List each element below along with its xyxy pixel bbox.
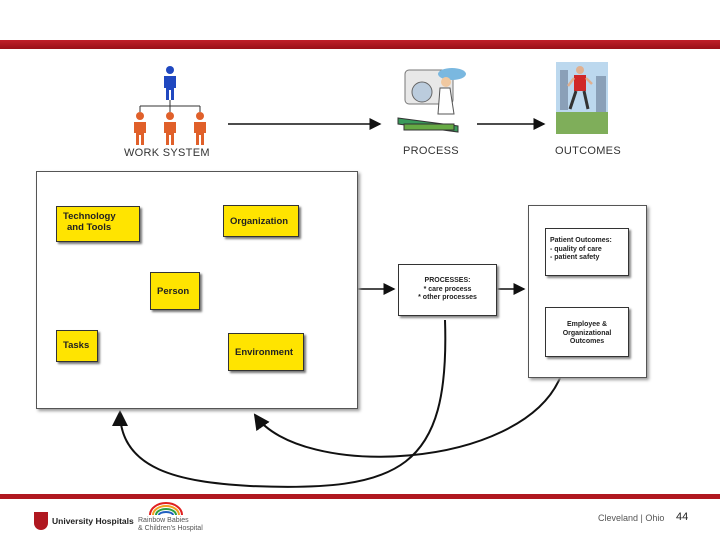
patient-outcomes-title: Patient Outcomes: xyxy=(550,237,612,244)
person-box: Person xyxy=(150,272,200,310)
processes-title: PROCESSES: xyxy=(424,277,471,284)
process-label: PROCESS xyxy=(403,145,459,157)
outcomes-runner-icon xyxy=(556,62,608,134)
feedback-arrow-2 xyxy=(112,319,447,488)
organization-box: Organization xyxy=(223,205,299,237)
person-label: Person xyxy=(157,286,190,297)
technology-box: Technology and Tools xyxy=(56,206,140,242)
outcomes-label: OUTCOMES xyxy=(555,145,621,157)
header-bar xyxy=(0,40,720,49)
patient-outcomes-line1: - quality of care xyxy=(550,245,602,253)
patient-outcomes-box: Patient Outcomes: - quality of care - pa… xyxy=(545,228,629,276)
tasks-label: Tasks xyxy=(63,340,90,351)
environment-box: Environment xyxy=(228,333,304,371)
process-icon xyxy=(397,68,466,133)
processes-line2: * other processes xyxy=(418,294,477,301)
employee-outcomes-line2: Organizational xyxy=(562,329,612,337)
work-system-icon xyxy=(134,66,206,145)
work-system-label: WORK SYSTEM xyxy=(124,147,210,159)
rainbow-logo-line1: Rainbow Babies xyxy=(138,517,189,524)
rainbow-logo-line2: & Children's Hospital xyxy=(138,525,203,532)
feedback-arrow-1 xyxy=(253,377,561,458)
environment-label: Environment xyxy=(235,347,294,358)
university-hospitals-logo-icon xyxy=(34,512,48,530)
employee-outcomes-line3: Outcomes xyxy=(569,338,605,345)
processes-box: PROCESSES: * care process * other proces… xyxy=(398,264,497,316)
employee-outcomes-line1: Employee & xyxy=(566,321,608,328)
rainbow-logo-text: Rainbow Babies & Children's Hospital xyxy=(138,517,203,533)
page-number: 44 xyxy=(676,511,689,523)
tasks-box: Tasks xyxy=(56,330,98,362)
technology-label-line2: and Tools xyxy=(67,222,112,233)
processes-line1: * care process xyxy=(423,285,472,293)
patient-outcomes-line2: - patient safety xyxy=(550,254,600,261)
university-hospitals-logo-text: University Hospitals xyxy=(52,516,134,526)
employee-outcomes-box: Employee & Organizational Outcomes xyxy=(545,307,629,357)
footer-bar xyxy=(0,494,720,499)
footer-location: Cleveland | Ohio xyxy=(598,513,665,523)
organization-label: Organization xyxy=(230,216,289,227)
technology-label-line1: Technology xyxy=(63,211,116,222)
